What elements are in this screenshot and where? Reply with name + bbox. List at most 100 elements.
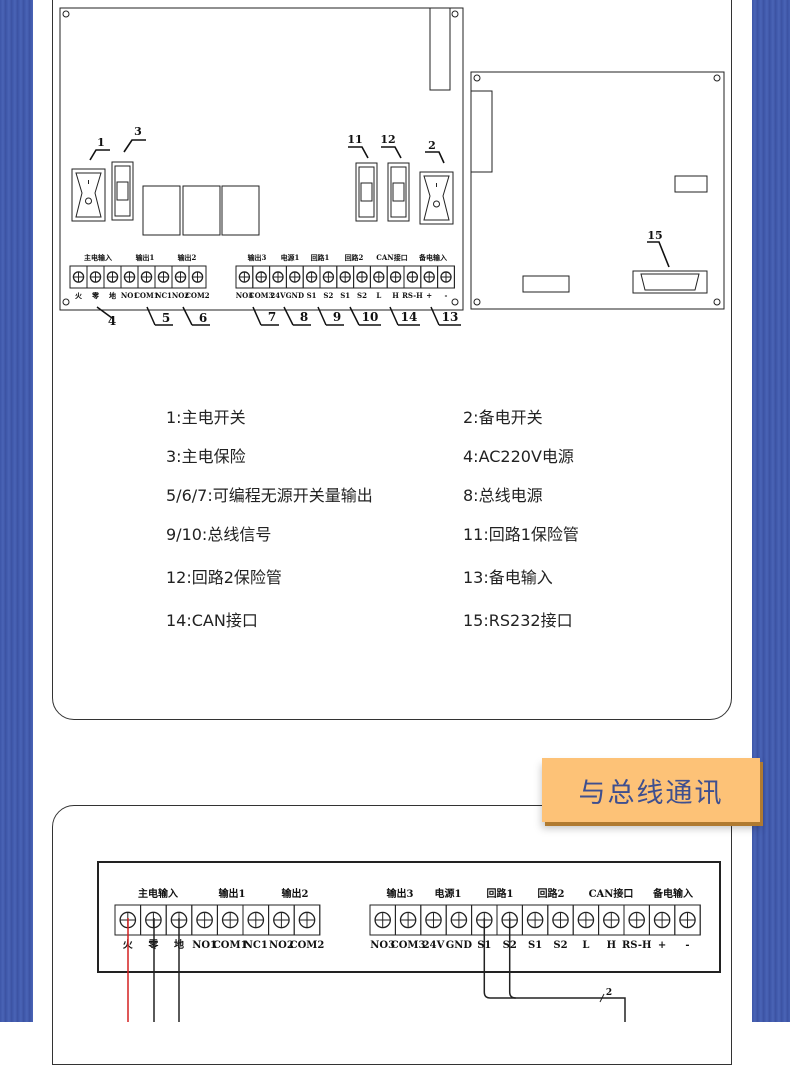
switch-callout: 2 bbox=[428, 139, 436, 152]
fuse-body bbox=[114, 165, 131, 217]
terminal-label: RS-H bbox=[402, 291, 423, 300]
switch-callout: 11 bbox=[347, 133, 362, 146]
main-board bbox=[59, 7, 464, 311]
terminal-group-label: 备电输入 bbox=[418, 253, 447, 262]
callout-arrow bbox=[252, 306, 279, 326]
wiring-diagram-card bbox=[52, 0, 732, 720]
terminal-callout: 7 bbox=[268, 310, 276, 324]
callout-arrow bbox=[647, 241, 670, 268]
terminal-callout: 9 bbox=[333, 310, 341, 324]
terminal-label: RS-H bbox=[622, 940, 652, 951]
buzzer-icon bbox=[674, 175, 708, 193]
switch-callout: 3 bbox=[134, 125, 142, 138]
fuse-element bbox=[360, 182, 373, 202]
mount-hole bbox=[451, 10, 459, 18]
terminal-label: NO3 bbox=[236, 291, 253, 300]
legend-item: 13:备电输入 bbox=[463, 568, 553, 587]
rocker-off bbox=[85, 197, 92, 205]
legend-item: 12:回路2保险管 bbox=[166, 568, 282, 587]
terminal-label: 24V bbox=[423, 940, 445, 951]
callout-arrow bbox=[96, 306, 113, 319]
relay bbox=[182, 185, 221, 236]
ribbon-connector bbox=[470, 90, 493, 173]
terminal-label: NO1 bbox=[121, 291, 138, 300]
terminal-label: COM3 bbox=[391, 940, 426, 951]
callout-arrow bbox=[381, 146, 402, 159]
bus-wire-s2 bbox=[508, 918, 516, 999]
terminal-label: + bbox=[658, 940, 666, 951]
main-fuse bbox=[111, 161, 134, 221]
terminal-group-label: 主电输入 bbox=[138, 887, 178, 900]
legend-item: 1:主电开关 bbox=[166, 408, 246, 427]
wire-count-label: 2 bbox=[606, 988, 612, 998]
terminal-group-label: 回路1 bbox=[311, 253, 330, 262]
terminal-label: COM1 bbox=[134, 291, 158, 300]
terminal-label: 地 bbox=[109, 291, 116, 300]
terminal-group-label: CAN接口 bbox=[589, 887, 634, 900]
switch-callout: 1 bbox=[97, 136, 105, 149]
callout-arrow bbox=[349, 306, 381, 326]
callout-arrow bbox=[389, 306, 420, 326]
terminal-group-label: 输出2 bbox=[178, 253, 197, 262]
relay bbox=[221, 185, 260, 236]
legend-item: 14:CAN接口 bbox=[166, 611, 258, 630]
terminal-label: 24V bbox=[270, 291, 286, 300]
terminal-label: NC1 bbox=[244, 940, 268, 951]
terminal-callout: 5 bbox=[162, 311, 170, 325]
terminal bbox=[188, 265, 207, 289]
terminal-callout: 14 bbox=[401, 310, 418, 324]
mount-hole bbox=[713, 298, 721, 306]
callout-arrow bbox=[348, 146, 369, 159]
mount-hole bbox=[62, 298, 70, 306]
terminal-callout: 13 bbox=[442, 310, 459, 324]
terminal bbox=[674, 904, 701, 936]
terminal-group-label: 输出1 bbox=[219, 887, 246, 900]
callout-arrow bbox=[430, 306, 461, 326]
rs232-connector bbox=[632, 270, 708, 294]
terminal-group-label: 电源1 bbox=[281, 253, 300, 262]
callout-arrow bbox=[146, 306, 173, 326]
terminal-label: S2 bbox=[553, 940, 567, 951]
callout-arrow bbox=[89, 149, 110, 161]
terminal-label: NO2 bbox=[172, 291, 189, 300]
relay bbox=[142, 185, 181, 236]
mount-hole bbox=[713, 74, 721, 82]
terminal-group-label: 输出1 bbox=[136, 253, 155, 262]
terminal-callout: 6 bbox=[199, 311, 207, 325]
terminal-label: S2 bbox=[323, 291, 333, 300]
db-shell bbox=[640, 273, 700, 291]
terminal-group-label: 主电输入 bbox=[84, 253, 112, 262]
fuse-body bbox=[390, 166, 407, 218]
section-title: 与总线通讯 bbox=[578, 777, 724, 809]
terminal-label: + bbox=[426, 291, 432, 300]
terminal-callout: 10 bbox=[362, 310, 379, 324]
rocker-shape bbox=[75, 172, 102, 218]
terminal-label: - bbox=[685, 940, 689, 951]
terminal-group-label: 回路2 bbox=[345, 253, 364, 262]
callout-arrow bbox=[182, 306, 210, 326]
rocker-shape bbox=[423, 175, 450, 221]
main-power-switch bbox=[71, 168, 106, 222]
terminal-label: COM2 bbox=[290, 940, 325, 951]
loop1-fuse bbox=[355, 162, 378, 222]
pin-header bbox=[522, 275, 570, 293]
terminal-group-label: 回路1 bbox=[487, 887, 514, 900]
terminal bbox=[293, 904, 321, 936]
terminal-label: L bbox=[582, 940, 589, 951]
terminal-label: GND bbox=[286, 291, 304, 300]
terminal-group-label: 回路2 bbox=[538, 887, 565, 900]
terminal bbox=[437, 265, 455, 289]
terminal-label: NC1 bbox=[155, 291, 172, 300]
terminal-label: GND bbox=[446, 940, 473, 951]
terminal-label: COM1 bbox=[213, 940, 248, 951]
legend-item: 3:主电保险 bbox=[166, 447, 246, 466]
ribbon-connector bbox=[429, 7, 451, 91]
terminal-label: NO1 bbox=[192, 940, 217, 951]
display-board bbox=[470, 71, 725, 310]
background-right-strip bbox=[752, 0, 790, 1022]
terminal-label: - bbox=[445, 291, 448, 300]
background-left-strip bbox=[0, 0, 33, 1022]
terminal-label: COM2 bbox=[185, 291, 209, 300]
terminal-group-label: 输出2 bbox=[282, 887, 309, 900]
